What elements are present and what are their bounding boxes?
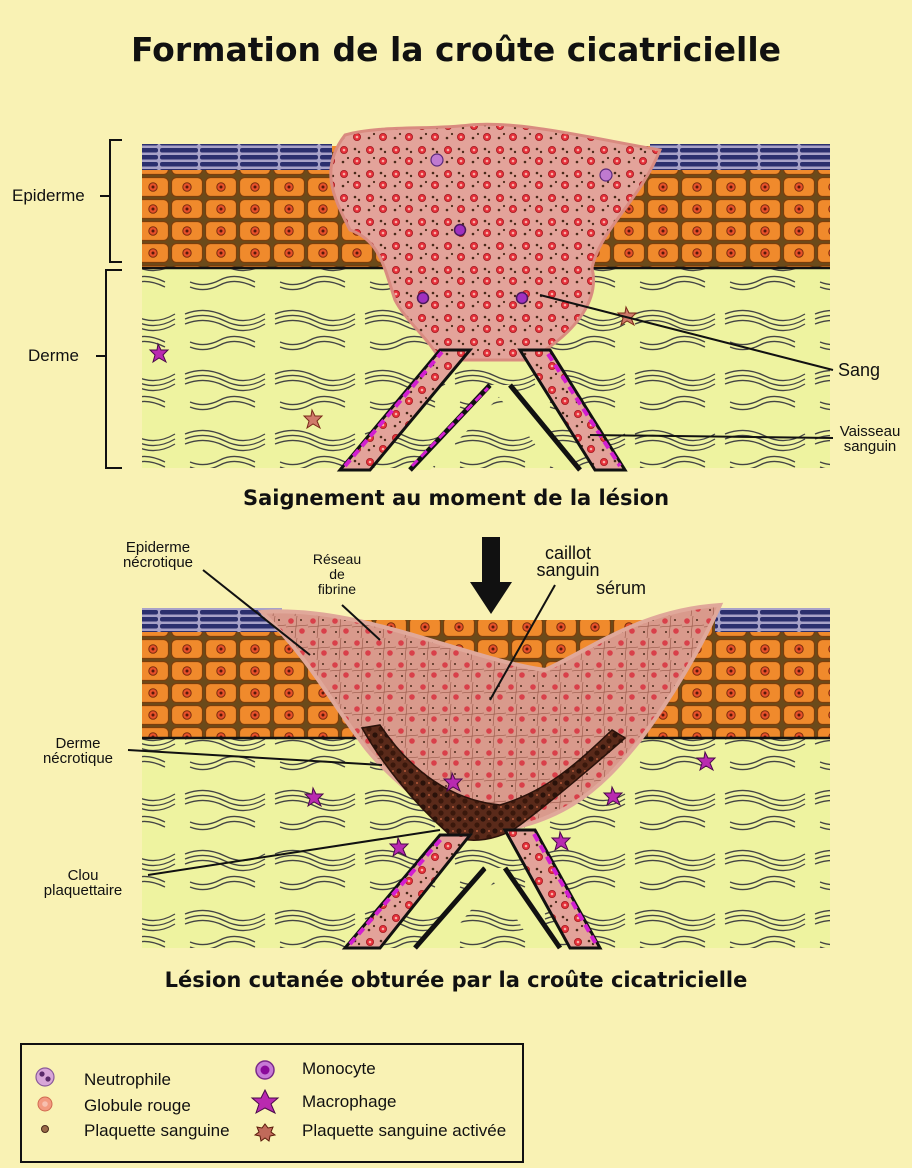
legend-label-plaquette: Plaquette sanguine [84, 1121, 230, 1140]
panel2-caption: Lésion cutanée obturée par la croûte cic… [164, 968, 748, 992]
panel2-platelet-plug [360, 724, 627, 841]
label-epiderme-necrotique: Epiderme nécrotique [122, 539, 194, 571]
panel1-stratum-corneum-right [650, 144, 830, 170]
label-reseau-de-fibrine: Réseau de fibrine [312, 551, 362, 597]
label-caillot-sanguin: caillot sanguin [536, 543, 600, 580]
panel2-annotations [127, 569, 556, 876]
panel1-caption: Saignement au moment de la lésion [242, 486, 670, 510]
legend-label-globule-rouge: Globule rouge [84, 1096, 191, 1115]
neutrophil-icon [35, 1067, 55, 1087]
panel1-stratum-corneum-left [142, 144, 332, 170]
label-serum: sérum [596, 578, 647, 598]
legend-label-neutrophile: Neutrophile [84, 1070, 171, 1089]
label-epiderme: Epiderme [12, 186, 85, 205]
panel2-scab [257, 602, 724, 838]
platelet-icon [41, 1125, 49, 1133]
legend-icons [35, 1060, 280, 1142]
legend-label-plaquette-activee: Plaquette sanguine activée [302, 1121, 507, 1140]
label-vaisseau-sanguin: Vaisseau sanguin [839, 423, 901, 455]
panel1-illustration [142, 122, 830, 472]
panel1-blood [329, 122, 663, 362]
legend-label-macrophage: Macrophage [302, 1092, 397, 1111]
legend: Neutrophile Globule rouge Plaquette sang… [20, 1043, 524, 1163]
label-sang: Sang [838, 360, 881, 380]
label-clou-plaquettaire: Clou plaquettaire [43, 867, 123, 899]
panel2-illustration [142, 602, 830, 950]
label-derme: Derme [28, 346, 80, 365]
panel1-annotations [96, 139, 834, 469]
label-derme-necrotique: Derme nécrotique [42, 735, 114, 767]
arrow-down-icon [470, 537, 512, 614]
macrophage-icon [250, 1088, 280, 1115]
activated-platelet-icon [253, 1123, 277, 1142]
page-title: Formation de la croûte cicatricielle [130, 30, 782, 69]
red-blood-cell-icon [37, 1096, 53, 1112]
monocyte-icon [255, 1060, 275, 1080]
legend-label-monocyte: Monocyte [302, 1059, 376, 1078]
